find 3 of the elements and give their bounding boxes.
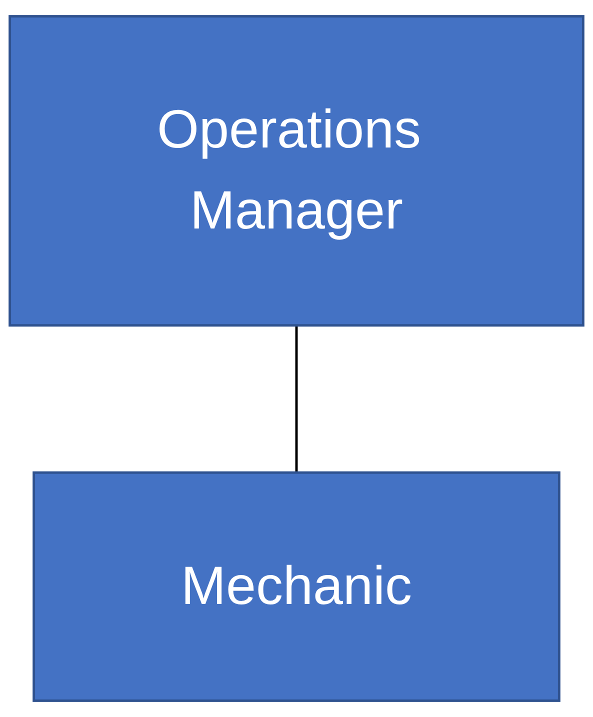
node-box: Mechanic: [32, 471, 560, 702]
node-box: Operations Manager: [8, 15, 584, 327]
connector: [295, 325, 298, 473]
